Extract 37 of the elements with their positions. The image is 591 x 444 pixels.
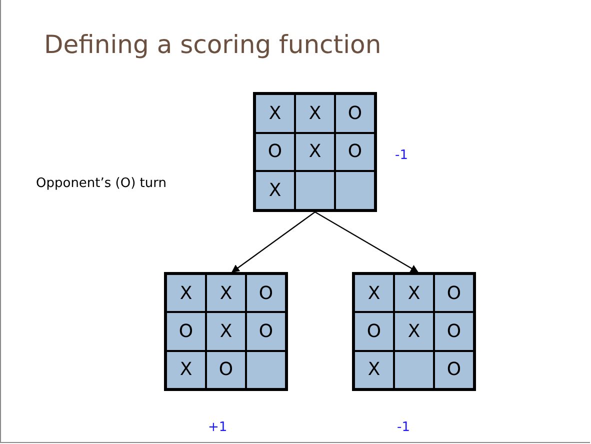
board-cell: O — [434, 274, 474, 312]
game-board — [253, 92, 377, 212]
arrow — [231, 212, 316, 273]
score-value: +1 — [208, 420, 228, 435]
board-cell: X — [394, 274, 434, 312]
score-value: -1 — [395, 148, 408, 163]
board-cell: O — [434, 312, 474, 351]
empty-cell — [295, 171, 335, 210]
board-cell: X — [206, 274, 246, 312]
board-cell: O — [335, 94, 375, 133]
score-value: -1 — [397, 420, 410, 435]
empty-cell — [394, 350, 434, 389]
board-cell: X — [394, 312, 434, 351]
board-cell: O — [434, 350, 474, 389]
board-cell: X — [295, 132, 335, 172]
board-cell: O — [335, 132, 375, 172]
board-cell: O — [246, 274, 286, 312]
game-board — [352, 272, 476, 391]
board-cell: X — [295, 94, 335, 133]
board-cell: O — [246, 312, 286, 351]
board-cell: X — [166, 274, 206, 312]
game-board — [164, 272, 288, 391]
board-cell: X — [206, 312, 246, 351]
board-cell: O — [206, 350, 246, 389]
board-cell: O — [166, 312, 206, 351]
board-cell: X — [354, 274, 394, 312]
turn-label: Opponent’s (O) turn — [36, 176, 167, 191]
board-cell: X — [166, 350, 206, 389]
empty-cell — [335, 171, 375, 210]
arrow — [314, 211, 419, 273]
board-cell: O — [255, 132, 295, 172]
board-cell: X — [255, 171, 295, 210]
slide-title: Defining a scoring function — [44, 30, 382, 59]
board-cell: X — [255, 94, 295, 133]
empty-cell — [246, 350, 286, 389]
board-cell: O — [354, 312, 394, 351]
board-cell: X — [354, 350, 394, 389]
